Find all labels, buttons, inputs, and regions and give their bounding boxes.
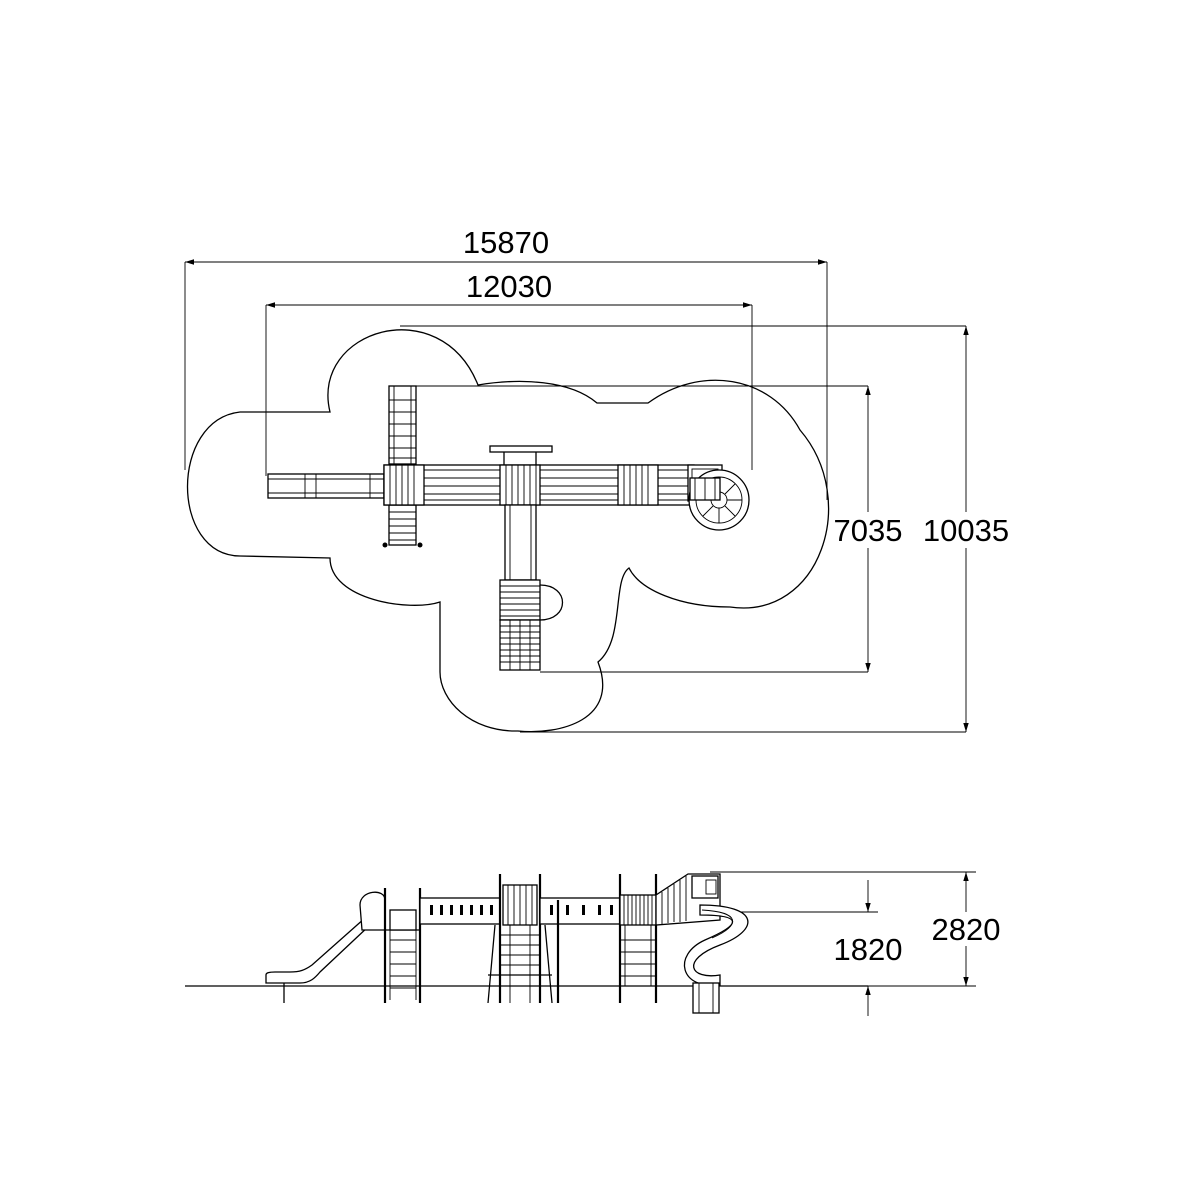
elevation-center-tower (487, 874, 553, 1004)
plan-bottom-ladder (382, 504, 423, 548)
dimension-label-15870: 15870 (463, 225, 549, 260)
dimension-overall-width: 15870 (184, 225, 828, 500)
elevation-straight-slide (265, 891, 386, 1003)
dimension-overall-depth: 10035 (400, 325, 1009, 733)
elevation-right-tower (618, 874, 658, 1003)
dimension-label-7035: 7035 (834, 513, 903, 548)
dimension-label-2820: 2820 (932, 912, 1001, 947)
elevation-left-tower (383, 888, 422, 1003)
plan-bottom-steps (499, 619, 541, 671)
plan-main-walkway (383, 464, 695, 506)
elevation-center-bridge (539, 897, 621, 1003)
dimension-label-12030: 12030 (466, 269, 552, 304)
dimension-label-1820: 1820 (834, 932, 903, 967)
plan-view: 15870 12030 7035 10035 (184, 225, 1009, 733)
elevation-view: 1820 2820 (185, 871, 1001, 1016)
dimension-label-10035: 10035 (923, 513, 1009, 548)
plan-center-roof-bar (489, 445, 553, 465)
plan-spiral-slide (687, 464, 750, 531)
dimension-structure-width: 12030 (265, 269, 753, 476)
safety-zone-outline (187, 329, 830, 733)
plan-straight-slide (267, 473, 385, 499)
plan-vertical-walkway (499, 504, 564, 621)
elevation-left-bridge (419, 897, 501, 925)
dimension-total-height: 2820 (710, 871, 1001, 987)
elevation-spiral-slide (655, 873, 749, 1014)
plan-top-ladder (388, 385, 417, 465)
dimension-structure-depth: 7035 (415, 385, 903, 673)
